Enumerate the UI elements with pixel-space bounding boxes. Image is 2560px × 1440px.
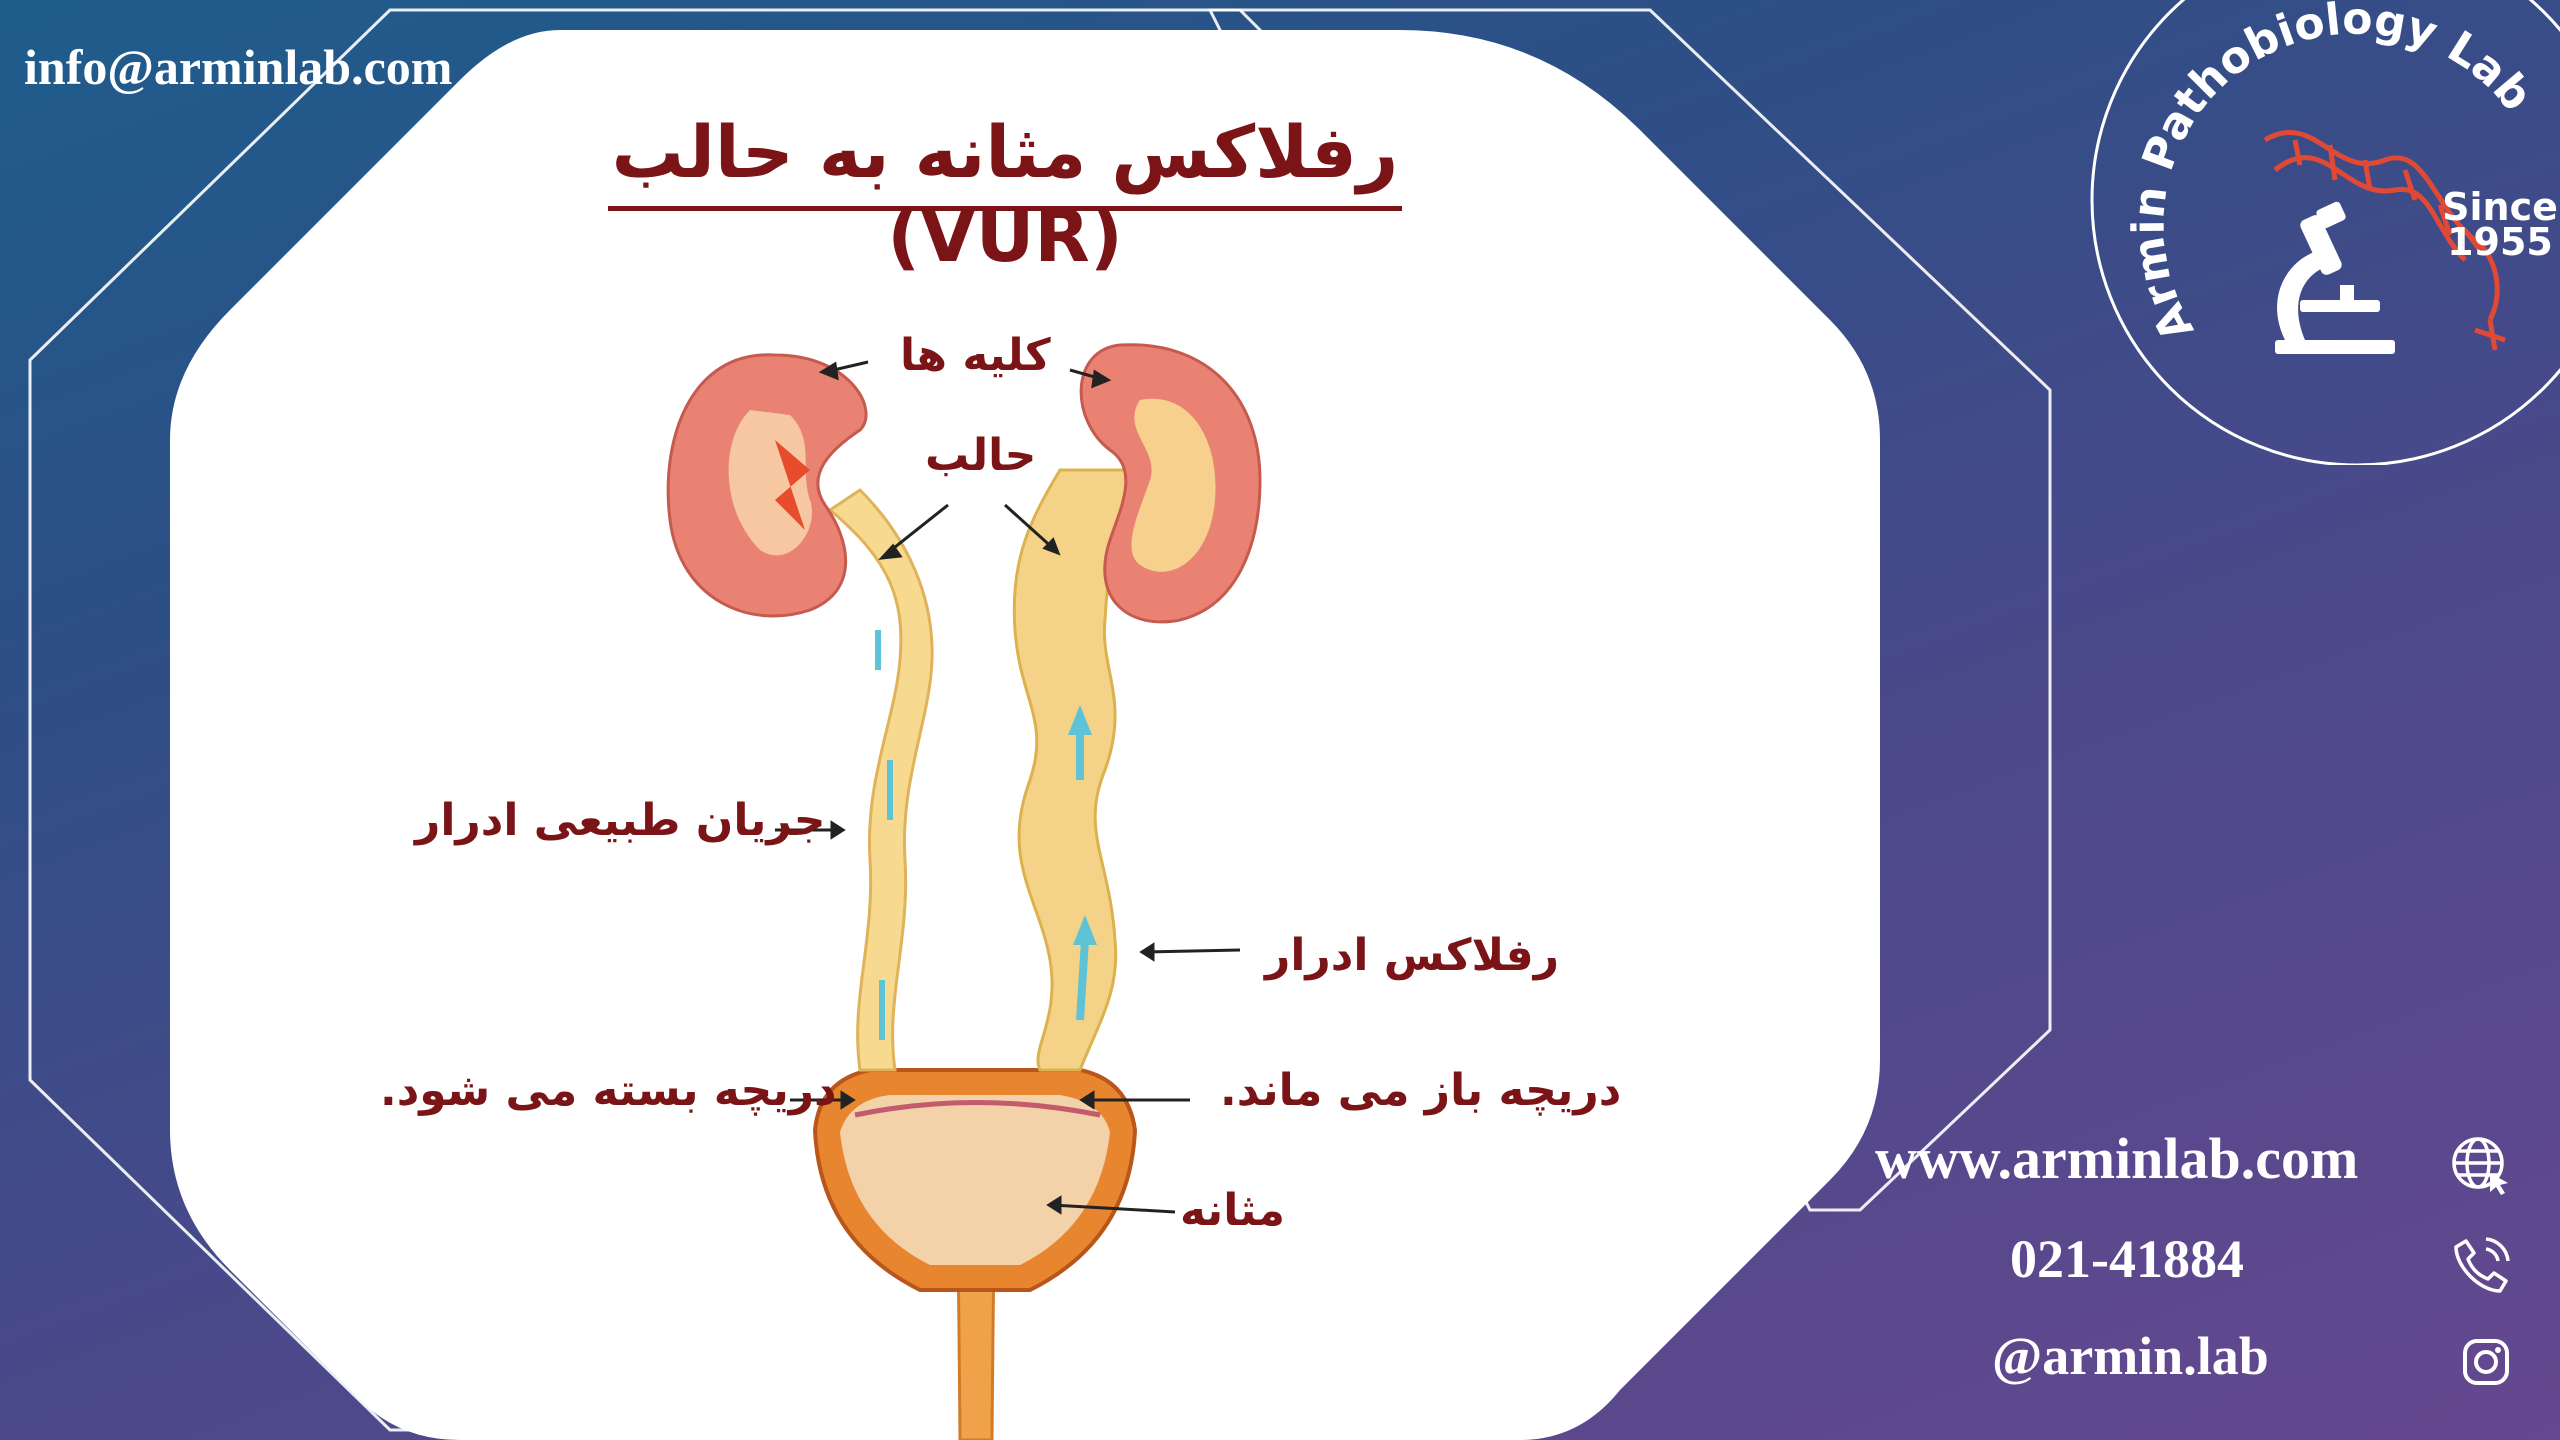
label-ureter: حالب (925, 430, 1037, 481)
diagram-title: رفلاکس مثانه به حالب (VUR) (611, 110, 1399, 278)
right-ureter (1012, 468, 1132, 1072)
label-normal-flow: جریان طبیعی ادرار (415, 795, 826, 846)
logo-year: 1955 (2447, 220, 2553, 264)
title-underline (608, 206, 1402, 211)
website-link[interactable]: www.arminlab.com (1875, 1126, 2359, 1191)
left-ureter (827, 488, 934, 1072)
bladder-inner (840, 1095, 1110, 1265)
dna-icon (2263, 130, 2506, 351)
lab-logo: Armin Pathobiology Lab Since 1955 (2090, 0, 2560, 465)
globe-icon (2452, 1137, 2508, 1195)
label-kidneys: کلیه ها (900, 330, 1051, 381)
microscope-icon (2275, 201, 2395, 354)
label-bladder: مثانه (1180, 1185, 1285, 1236)
urinary-tract-illustration (666, 343, 1262, 1440)
label-valve-open: دریچه باز می ماند. (1220, 1065, 1622, 1116)
label-reflux: رفلاکس ادرار (1265, 930, 1560, 981)
white-panel (170, 30, 1880, 1440)
label-valve-closed: دریچه بسته می شود. (380, 1065, 837, 1116)
instagram-icon (2463, 1339, 2509, 1385)
logo-since: Since (2442, 185, 2558, 229)
email-link[interactable]: info@arminlab.com (24, 39, 453, 95)
phone-number[interactable]: 021-41884 (2010, 1229, 2244, 1289)
outline-frame-right (1207, 8, 2052, 1212)
phone-icon (2454, 1237, 2510, 1293)
instagram-handle[interactable]: @armin.lab (1992, 1326, 2269, 1386)
